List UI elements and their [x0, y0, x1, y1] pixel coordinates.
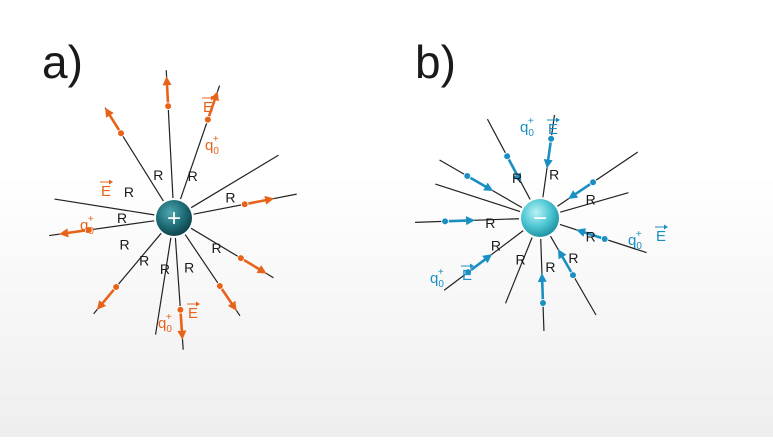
field-vector-arrowhead	[227, 300, 237, 311]
test-charge-dot	[117, 129, 125, 137]
field-vector-arrowhead	[162, 76, 172, 86]
test-charge-dot	[112, 283, 120, 291]
test-charge-label: q0+	[628, 229, 642, 252]
field-vector-label: E	[202, 95, 215, 116]
svg-text:E: E	[101, 183, 111, 200]
svg-text:E: E	[188, 305, 198, 322]
field-arrows-a	[59, 76, 275, 340]
field-vector-arrowhead	[177, 330, 187, 340]
field-vector-arrowhead	[96, 300, 107, 310]
panel-a-label: a)	[42, 36, 83, 88]
test-charge-label: q0+	[158, 312, 172, 335]
test-charge-dot	[204, 115, 212, 124]
distance-label-r: R	[153, 167, 163, 183]
distance-label-r: R	[568, 250, 578, 266]
svg-text:E: E	[203, 99, 213, 116]
distance-label-r: R	[188, 168, 198, 184]
field-vector-arrowhead	[537, 272, 547, 283]
field-vector-arrowhead	[483, 182, 494, 191]
distance-label-r: R	[124, 184, 134, 200]
distance-label-r: R	[212, 240, 222, 256]
svg-text:E: E	[656, 228, 666, 245]
test-charge-dot	[85, 226, 93, 234]
test-charge-label: q0+	[430, 267, 444, 290]
distance-label-r: R	[184, 260, 194, 276]
test-charge-label: q0+	[80, 214, 94, 237]
field-vector-arrowhead	[513, 172, 522, 183]
distance-label-r: R	[586, 228, 596, 244]
field-line	[190, 154, 279, 209]
field-vector-arrowhead	[482, 254, 493, 264]
distance-label-r: R	[119, 236, 129, 252]
test-charge-dot	[539, 299, 547, 307]
field-line	[154, 237, 172, 335]
panel-b-label: b)	[415, 36, 456, 88]
test-charge-dot	[547, 134, 555, 143]
distance-label-r: R	[225, 189, 235, 205]
test-charge-labels-a: q0+ q0+ q0+ E E E	[80, 95, 219, 335]
field-vector-arrowhead	[105, 107, 114, 118]
field-arrows-b	[441, 134, 609, 307]
field-line	[435, 183, 521, 213]
distance-label-r: R	[160, 261, 170, 277]
field-vector-label: E	[461, 263, 474, 284]
field-vector-arrowhead	[568, 190, 579, 199]
test-charge-dot	[441, 217, 449, 226]
charge-sign-plus: +	[167, 205, 181, 232]
distance-label-r: R	[515, 252, 525, 268]
charge-sphere-negative	[521, 199, 559, 237]
test-charge-dot	[503, 152, 511, 160]
field-vector-label: E	[100, 179, 113, 200]
test-charge-dot	[589, 178, 597, 187]
field-line	[54, 198, 155, 216]
test-charge-dot	[240, 200, 249, 209]
field-vector-arrowhead	[264, 195, 275, 205]
field-vector-arrowhead	[576, 228, 587, 237]
test-charge-dot	[463, 172, 472, 180]
test-charge-dot	[237, 254, 245, 262]
svg-text:E: E	[548, 121, 558, 138]
field-vector-arrowhead	[465, 216, 476, 226]
distance-label-r: R	[491, 238, 501, 254]
test-charge-label: q0+	[520, 116, 534, 139]
field-line	[560, 192, 629, 213]
distance-label-r: R	[586, 192, 596, 208]
distance-label-r: R	[545, 259, 555, 275]
field-vector-arrowhead	[558, 249, 567, 260]
test-charge-labels-b: q0+ q0+ q0+ E E E	[430, 116, 668, 290]
test-charge-label: q0+	[205, 134, 219, 157]
field-line	[504, 237, 533, 304]
charge-sphere-positive	[156, 200, 192, 236]
field-vector-label: E	[187, 301, 200, 322]
field-vector-arrowhead	[543, 158, 553, 169]
test-charge-dot	[216, 282, 224, 290]
field-vector-label: E	[547, 117, 560, 138]
distance-label-r: R	[485, 215, 495, 231]
distance-label-r: R	[139, 253, 149, 269]
test-charge-dot	[176, 305, 185, 314]
field-vector-arrowhead	[256, 265, 267, 274]
test-charge-dot	[569, 271, 577, 279]
charge-sign-minus: −	[533, 205, 547, 232]
positive-charge: +	[156, 200, 192, 236]
test-charge-dot	[600, 235, 609, 243]
distance-label-r: R	[549, 166, 559, 182]
svg-text:E: E	[462, 267, 472, 284]
test-charge-dot	[164, 102, 172, 110]
test-charge-dot	[464, 268, 472, 276]
field-vector-label: E	[655, 224, 668, 245]
negative-charge: −	[521, 199, 559, 237]
field-vector-arrowhead	[59, 228, 69, 238]
distance-label-r: R	[512, 170, 522, 186]
distance-label-r: R	[117, 210, 127, 226]
